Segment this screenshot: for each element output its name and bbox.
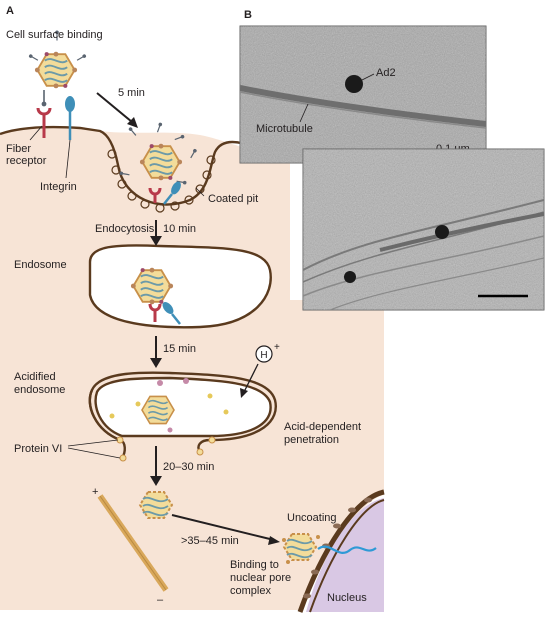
acidified-endosome-lumen (94, 376, 272, 438)
uncoating-capsid (282, 533, 320, 564)
cytoplasm (0, 127, 384, 610)
label-acid-dependent-2: penetration (284, 434, 339, 446)
label-ad2: Ad2 (376, 67, 396, 79)
leader-coated-pit (195, 187, 205, 197)
label-step-20-30min: 20–30 min (163, 461, 214, 473)
pit-virion (118, 121, 198, 205)
nuclear-envelope (297, 489, 385, 613)
label-fiber-receptor-2: receptor (6, 155, 47, 167)
viral-dna (317, 545, 377, 554)
integrin (65, 96, 75, 140)
label-step-5min: 5 min (118, 87, 145, 99)
leader-protein-vi-2 (67, 447, 121, 459)
nucleus-region (306, 498, 384, 612)
label-uncoating: Uncoating (287, 512, 337, 524)
fiber-receptor (36, 107, 52, 138)
label-endocytosis: Endocytosis (95, 223, 155, 235)
acidified-capsid (141, 395, 175, 425)
plasma-membrane (0, 125, 259, 206)
label-binding-3: complex (230, 585, 271, 597)
microtubule-minus-end: – (157, 594, 164, 606)
label-acidified-1: Acidified (14, 371, 56, 383)
arrow-35min (171, 514, 275, 541)
micrograph-top: Ad2 Microtubule 0.1 µm (239, 25, 487, 164)
arrow-5min (96, 92, 133, 123)
label-fiber-receptor-1: Fiber (6, 143, 31, 155)
label-coated-pit: Coated pit (208, 193, 258, 205)
leader-fiber-receptor (29, 125, 43, 141)
transported-capsid (138, 491, 174, 519)
label-step-15min: 15 min (163, 343, 196, 355)
bound-virion (27, 30, 88, 107)
label-binding-1: Binding to (230, 559, 279, 571)
label-endosome: Endosome (14, 259, 67, 271)
label-step-35-45min: >35–45 min (181, 535, 239, 547)
proton-label: H (260, 350, 267, 361)
endosome-virion (129, 266, 181, 325)
label-acid-dependent-1: Acid-dependent (284, 421, 361, 433)
microtubule-plus-end: + (92, 486, 98, 498)
label-binding-2: nuclear pore (230, 572, 291, 584)
nuclear-envelope-inner (309, 499, 385, 613)
label-microtubule-em: Microtubule (256, 123, 313, 135)
panel-label-a: A (6, 5, 14, 17)
protein-vi-fragments (109, 378, 229, 462)
leader-ad2 (361, 73, 375, 81)
label-cell-surface-binding: Cell surface binding (6, 29, 103, 41)
clathrin-coat (107, 149, 216, 213)
endosome (88, 244, 272, 329)
proton-charge: + (274, 342, 280, 353)
label-protein-vi: Protein VI (14, 443, 62, 455)
micrograph-bottom (302, 148, 545, 311)
leader-protein-vi-1 (67, 439, 119, 447)
panel-label-b: B (244, 9, 252, 21)
label-integrin: Integrin (40, 181, 77, 193)
leader-integrin (65, 139, 71, 179)
proton-icon: H + (240, 342, 280, 398)
label-acidified-2: endosome (14, 384, 65, 396)
leader-microtubule (299, 103, 309, 123)
label-nucleus: Nucleus (327, 592, 367, 604)
label-step-10min: 10 min (163, 223, 196, 235)
